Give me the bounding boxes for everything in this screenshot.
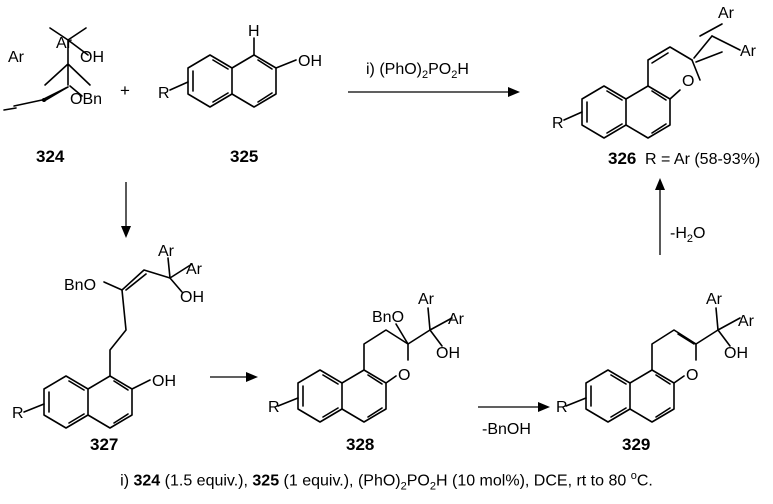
c328-o: O xyxy=(398,367,410,384)
compound-325: H OH R 325 xyxy=(158,23,322,166)
c327-ar1: Ar xyxy=(158,243,175,260)
c328-ar2: Ar xyxy=(448,311,465,328)
c328-r: R xyxy=(268,399,280,416)
compound-number-329: 329 xyxy=(622,435,650,454)
plus-sign: + xyxy=(120,81,130,100)
c325-h: H xyxy=(248,23,260,40)
compound-327: BnO Ar Ar OH OH R 327 xyxy=(12,243,204,454)
c327-r: R xyxy=(12,405,24,422)
c327-oh1: OH xyxy=(180,289,204,306)
compound-326: O Ar Ar R 326 R = Ar (58-93%) xyxy=(552,5,760,168)
c325-oh: OH xyxy=(298,53,322,70)
c328-oh: OH xyxy=(436,345,460,362)
compound-324: Ar Ar OH OBn 324 xyxy=(3,27,104,166)
c326-caption: R = Ar (58-93%) xyxy=(645,151,760,168)
dehydration-label: -H2O xyxy=(670,225,705,245)
reaction-arrow-top: i) (PhO)2PO2H xyxy=(348,61,520,97)
debenzyloxylation-label: -BnOH xyxy=(482,421,531,438)
reaction-arrow-up: -H2O xyxy=(655,178,705,255)
compound-number-328: 328 xyxy=(346,435,374,454)
c328-ar1: Ar xyxy=(418,291,435,308)
compound-329: O Ar Ar OH R 329 xyxy=(556,291,755,454)
allene-center-dot xyxy=(42,98,46,102)
c327-bno: BnO xyxy=(64,277,96,294)
c327-oh2: OH xyxy=(152,373,176,390)
c329-o: O xyxy=(686,367,698,384)
top-arrow-label: i) (PhO)2PO2H xyxy=(366,61,469,81)
c326-ar2: Ar xyxy=(740,43,757,60)
c329-ar2: Ar xyxy=(738,313,755,330)
c326-r: R xyxy=(552,115,564,132)
c324-ar2: Ar xyxy=(56,35,73,52)
c327-ar2: Ar xyxy=(186,261,203,278)
compound-number-325: 325 xyxy=(230,147,258,166)
reaction-arrow-down xyxy=(121,182,131,238)
c329-r: R xyxy=(556,399,568,416)
compound-328: O BnO Ar Ar OH R 328 xyxy=(268,291,465,454)
c326-ar1: Ar xyxy=(718,5,735,22)
c329-ar1: Ar xyxy=(706,291,723,308)
c324-obn: OBn xyxy=(70,91,102,108)
compound-number-327: 327 xyxy=(90,435,118,454)
compound-number-324: 324 xyxy=(36,147,65,166)
c324-ar1: Ar xyxy=(8,49,25,66)
reaction-arrow-327-328 xyxy=(210,372,258,382)
compound-number-326: 326 xyxy=(608,149,636,168)
reaction-conditions: i) 324 (1.5 equiv.), 325 (1 equiv.), (Ph… xyxy=(120,470,653,493)
c326-o: O xyxy=(682,73,694,90)
c328-bno: BnO xyxy=(372,309,404,326)
c325-r: R xyxy=(158,85,170,102)
c324-oh: OH xyxy=(80,49,104,66)
c329-oh: OH xyxy=(724,345,748,362)
reaction-arrow-328-329: -BnOH xyxy=(478,402,550,438)
